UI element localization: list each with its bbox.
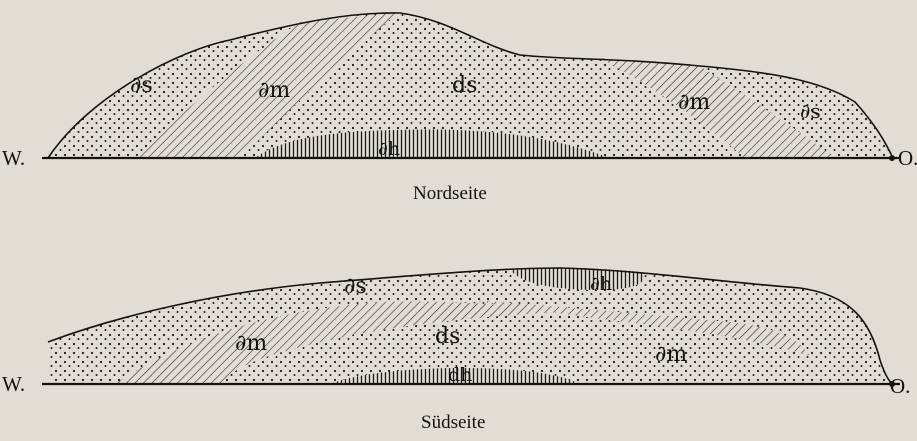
east-label: O. xyxy=(890,374,910,398)
caption-south: Südseite xyxy=(421,412,485,434)
layer-label: ∂s xyxy=(800,99,821,123)
layer-label: ∂h xyxy=(378,138,400,160)
layer-label: ∂m xyxy=(235,331,267,356)
profile-north: ∂s ∂m ds ∂h ∂m ∂s W. O. xyxy=(2,13,917,170)
layer-label: ∂s xyxy=(130,73,153,98)
west-label: W. xyxy=(2,372,25,396)
layer-label: ∂m xyxy=(655,342,687,367)
layer-label: ∂m xyxy=(258,78,290,103)
layer-label: ∂h xyxy=(590,273,612,295)
layer-label: ∂m xyxy=(678,90,710,115)
layer-label: ∂s xyxy=(344,274,367,299)
profile-south: ∂s ∂h ∂m ds dh ∂m W. O. xyxy=(2,268,910,398)
layer-label: ds xyxy=(435,324,460,349)
caption-north: Nordseite xyxy=(413,183,487,205)
layer-label: dh xyxy=(448,364,472,386)
layer-label: ds xyxy=(452,73,477,98)
east-label: O. xyxy=(898,146,917,170)
west-label: W. xyxy=(2,146,25,170)
